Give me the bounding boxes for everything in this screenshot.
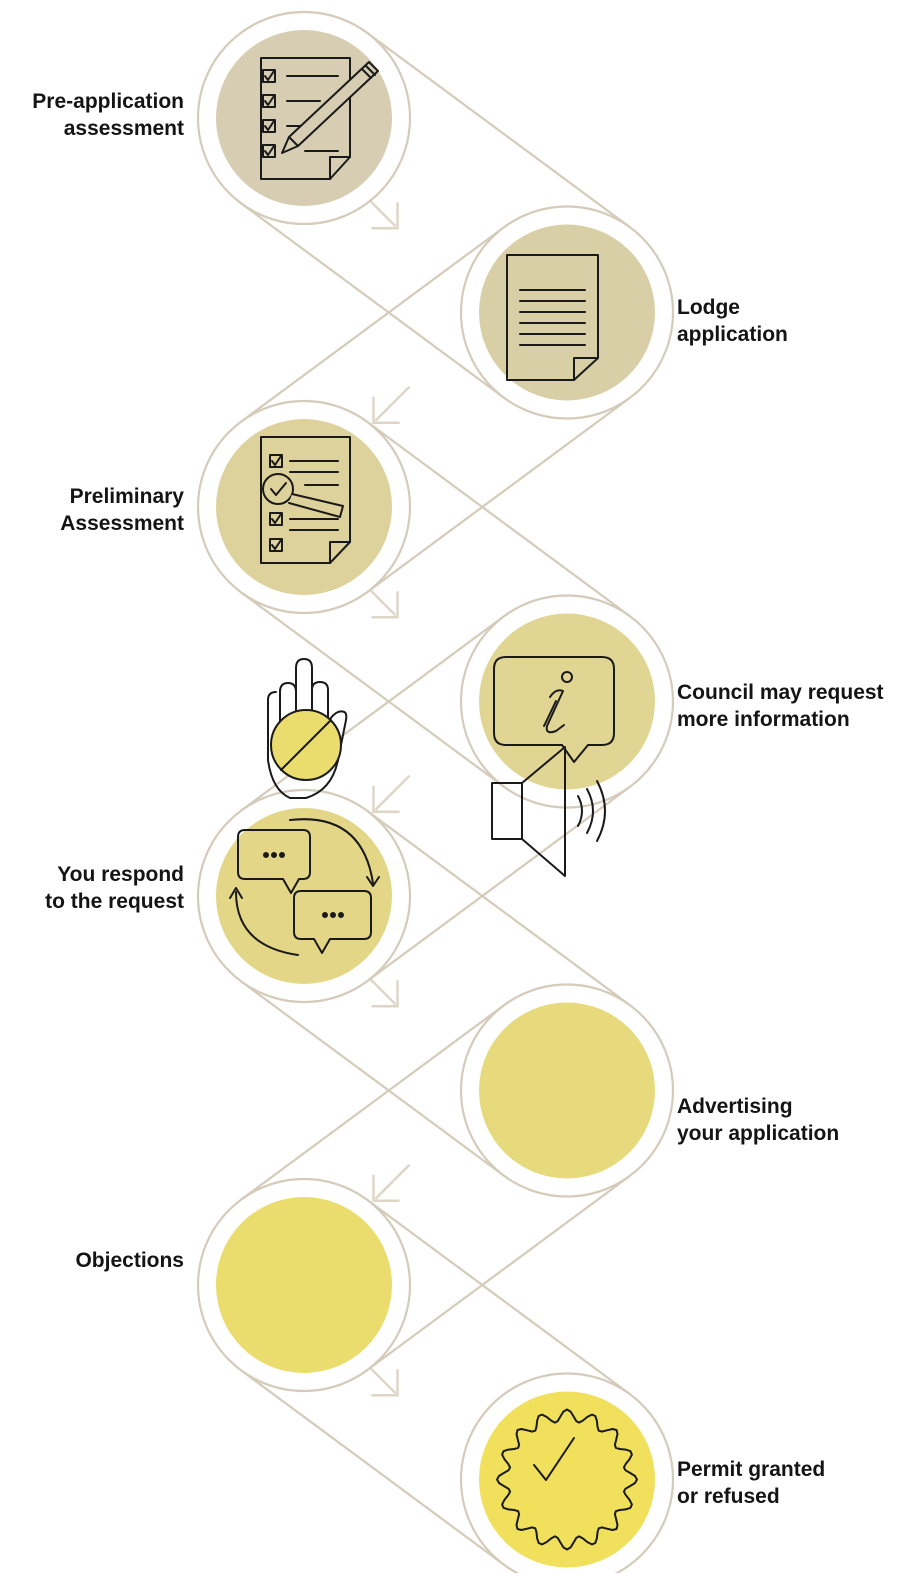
track-segment [240, 1004, 631, 1372]
label-advertising: Advertising your application [677, 1095, 840, 1145]
track-segment [240, 31, 631, 399]
info-speech-bubble-icon [493, 656, 615, 763]
step-icons [229, 57, 638, 1551]
track-segment [240, 420, 631, 788]
checklist-pencil-icon [260, 57, 379, 180]
step-circle [459, 1372, 675, 1573]
step-circle [459, 594, 675, 809]
stop-hand-icon [267, 658, 348, 799]
step-circle [196, 10, 412, 226]
label-council-request: Council may request more information [677, 681, 884, 731]
track-segment [240, 1198, 631, 1566]
label-lodge-application: Lodge application [677, 296, 788, 346]
label-pre-application-assessment: Pre-application assessment [32, 90, 184, 140]
track-segment [240, 809, 631, 1177]
flow-arrow-icon [372, 774, 411, 813]
step-circle [459, 983, 675, 1198]
document-icon [506, 254, 599, 381]
approval-seal-icon [496, 1408, 638, 1551]
label-objections: Objections [75, 1249, 184, 1272]
checklist-magnifier-icon [260, 436, 351, 564]
connector-tracks [240, 31, 631, 1566]
label-permit-decision: Permit granted or refused [677, 1458, 826, 1508]
flow-arrow-icon [372, 1163, 411, 1202]
track-segment [240, 226, 631, 594]
label-preliminary-assessment: Preliminary Assessment [60, 485, 184, 535]
speaker-icon [491, 746, 606, 877]
flow-arrow-icon [372, 385, 411, 424]
step-circle [196, 1177, 412, 1393]
step-circle [196, 788, 412, 1004]
conversation-cycle-icon [229, 818, 380, 956]
label-you-respond: You respond to the request [45, 863, 184, 913]
track-segment [240, 615, 631, 983]
